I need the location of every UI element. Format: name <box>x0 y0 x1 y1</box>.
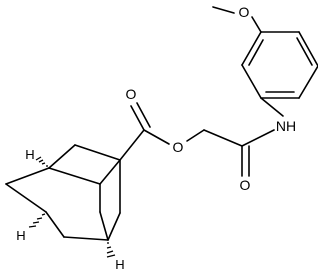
ring-double-bond <box>296 37 313 66</box>
cage-bond <box>74 144 121 161</box>
ring-n-bond <box>260 97 284 117</box>
ring-bond <box>241 31 262 66</box>
nh-label: NH <box>276 118 296 134</box>
ester-carbonyl-oxygen-label: O <box>126 86 137 102</box>
cage-bond <box>107 212 121 241</box>
adamantane-cage <box>5 144 121 241</box>
cage-bond <box>5 183 47 213</box>
benzene-ring <box>241 31 318 99</box>
ester-group: O O <box>119 86 205 161</box>
methoxy-group: O <box>212 4 262 33</box>
carbonyl-ch2-bond <box>203 129 243 147</box>
stereo-h-label: H <box>115 257 124 271</box>
stereo-h-label: H <box>16 228 25 243</box>
ch2-o-bond <box>186 129 205 142</box>
o-carbonyl-bond <box>143 129 170 145</box>
stereo-h-label: H <box>25 147 34 162</box>
cage-bond <box>5 167 50 185</box>
stereo-h-bottom: H <box>106 242 125 271</box>
cage-bond <box>99 159 121 185</box>
stereo-h-left: H <box>16 213 46 243</box>
n-carbonyl-bond <box>241 129 275 147</box>
ring-bond <box>241 64 262 99</box>
methoxy-oxygen-label: O <box>239 4 250 20</box>
ring-bond <box>298 65 318 99</box>
ring-double-bond <box>248 39 264 66</box>
ester-oxygen-label: O <box>173 139 184 155</box>
ring-bond <box>298 31 318 67</box>
cage-bond <box>99 211 109 241</box>
ester-double-bond-2 <box>136 102 151 128</box>
methyl-o-bond <box>212 6 235 14</box>
cage-bond <box>45 211 65 238</box>
stereo-h-top: H <box>25 147 48 167</box>
amide-oxygen-label: O <box>240 177 251 193</box>
cage-bond <box>48 144 76 169</box>
o-ring-bond <box>251 16 262 33</box>
amide-group: O <box>203 129 275 193</box>
carbonyl-adamantane-bond <box>119 129 145 161</box>
cage-bond <box>63 236 109 241</box>
cage-bond <box>48 167 101 185</box>
ester-double-bond <box>130 105 145 131</box>
